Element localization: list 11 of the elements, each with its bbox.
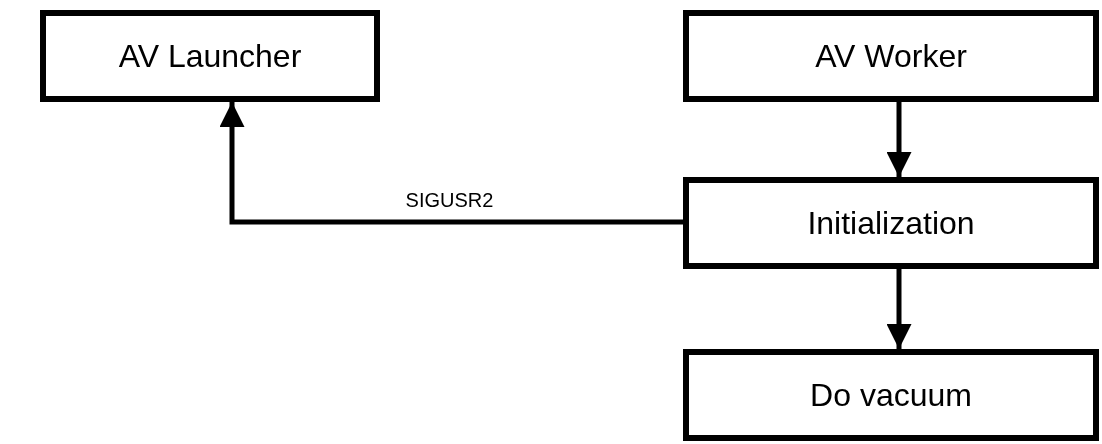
process-box bbox=[683, 177, 1099, 269]
arrow bbox=[886, 102, 912, 177]
box-label: Initialization bbox=[807, 204, 975, 243]
box-label: Do vacuum bbox=[810, 376, 972, 415]
process-box bbox=[683, 10, 1099, 102]
arrow bbox=[219, 102, 683, 225]
arrow bbox=[886, 269, 912, 349]
process-box bbox=[683, 349, 1099, 441]
box-label: AV Launcher bbox=[118, 37, 302, 76]
box-label: AV Worker bbox=[815, 37, 967, 76]
process-box bbox=[40, 10, 380, 102]
